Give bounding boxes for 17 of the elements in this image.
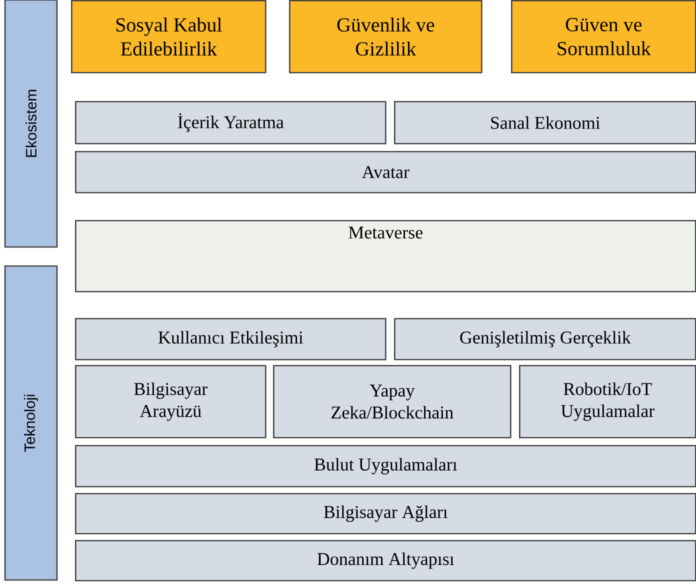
layer-box: Metaverse: [75, 220, 696, 292]
layer-box: Bilgisayar Arayüzü: [75, 365, 266, 438]
vertical-band: Teknoloji: [4, 265, 58, 581]
layer-box: İçerik Yaratma: [75, 101, 386, 144]
layer-box: Donanım Altyapısı: [75, 540, 696, 582]
layer-box: Yapay Zeka/Blockchain: [273, 365, 512, 438]
layer-box: Genişletilmiş Gerçeklik: [394, 318, 696, 360]
category-box: Güven ve Sorumluluk: [511, 0, 696, 74]
layer-box: Kullanıcı Etkileşimi: [75, 318, 386, 360]
vertical-band: Ekosistem: [4, 0, 58, 248]
layer-box: Robotik/IoT Uygulamalar: [519, 365, 696, 438]
layer-box: Bilgisayar Ağları: [75, 493, 696, 534]
layer-box: Bulut Uygulamaları: [75, 445, 696, 488]
category-box: Sosyal Kabul Edilebilirlik: [71, 0, 266, 74]
category-box: Güvenlik ve Gizlilik: [289, 0, 482, 74]
layer-box: Avatar: [75, 151, 696, 194]
layer-box: Sanal Ekonomi: [394, 101, 696, 144]
